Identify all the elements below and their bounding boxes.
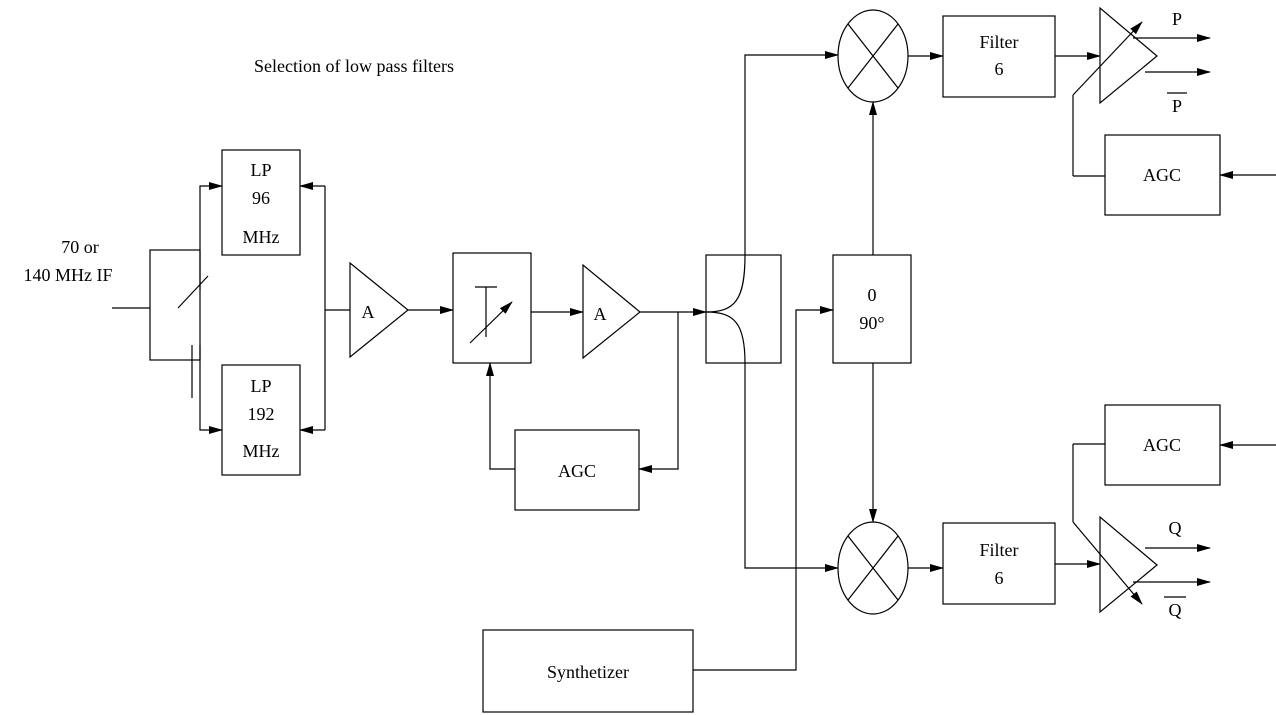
phase-shifter-0-90: 0 90° bbox=[832, 254, 912, 364]
lp96-label-3: MHz bbox=[243, 227, 280, 247]
amplifier-a-1: A bbox=[349, 261, 409, 359]
top-filter-6: Filter 6 bbox=[942, 15, 1056, 98]
top-mixer bbox=[837, 9, 909, 103]
amplifier-a-2: A bbox=[582, 263, 641, 360]
amp1-label: A bbox=[362, 302, 375, 322]
input-label-line1: 70 or bbox=[61, 237, 99, 257]
phase-shifter-label-0: 0 bbox=[868, 285, 877, 305]
output-q-bar-label: Q bbox=[1169, 600, 1182, 620]
agc-top-block: AGC bbox=[1104, 134, 1221, 216]
lp192-label-2: 192 bbox=[248, 404, 275, 424]
lp-192-filter: LP 192 MHz bbox=[221, 364, 301, 476]
synthesizer-label: Synthetizer bbox=[547, 662, 629, 682]
selector-switch bbox=[149, 249, 209, 398]
lp96-label-2: 96 bbox=[252, 188, 270, 208]
synthesizer-block: Synthetizer bbox=[482, 629, 694, 713]
bottom-output-amplifier bbox=[1072, 444, 1158, 614]
synthesizer-to-phase-shifter-line bbox=[693, 306, 834, 671]
agc-bottom-block: AGC bbox=[1104, 404, 1221, 486]
variable-attenuator bbox=[452, 252, 532, 364]
lp-96-filter: LP 96 MHz bbox=[221, 149, 301, 256]
splitter-to-bottom-mixer-line bbox=[744, 363, 839, 572]
lp96-label-1: LP bbox=[250, 160, 271, 180]
splitter-to-top-mixer-line bbox=[744, 51, 839, 255]
agc-bottom-label: AGC bbox=[1143, 435, 1181, 455]
signal-splitter bbox=[705, 254, 782, 364]
top-filter-label-2: 6 bbox=[995, 59, 1004, 79]
top-output-amplifier bbox=[1072, 6, 1158, 176]
input-label-line2: 140 MHz IF bbox=[24, 265, 113, 285]
agc-middle-block: AGC bbox=[514, 429, 640, 511]
lp192-label-3: MHz bbox=[243, 441, 280, 461]
switch-to-lp192-line bbox=[199, 375, 223, 434]
phase-shifter-label-90: 90° bbox=[859, 313, 884, 333]
bottom-filter-label-1: Filter bbox=[980, 540, 1019, 560]
amp2-to-agc-feedback-line bbox=[638, 312, 679, 473]
bottom-filter-6: Filter 6 bbox=[942, 522, 1056, 605]
bottom-filter-label-2: 6 bbox=[995, 568, 1004, 588]
agc-to-attenuator-control-line bbox=[486, 362, 515, 470]
lp192-label-1: LP bbox=[250, 376, 271, 396]
switch-to-lp96-line bbox=[199, 182, 223, 258]
bottom-mixer bbox=[837, 521, 909, 615]
output-q-label: Q bbox=[1169, 518, 1182, 538]
output-p-label: P bbox=[1172, 9, 1182, 29]
top-filter-label-1: Filter bbox=[980, 32, 1019, 52]
diagram-caption: Selection of low pass filters bbox=[254, 56, 454, 76]
agc-middle-label: AGC bbox=[558, 461, 596, 481]
agc-top-label: AGC bbox=[1143, 165, 1181, 185]
amp2-label: A bbox=[594, 304, 607, 324]
output-p-bar-label: P bbox=[1172, 96, 1182, 116]
